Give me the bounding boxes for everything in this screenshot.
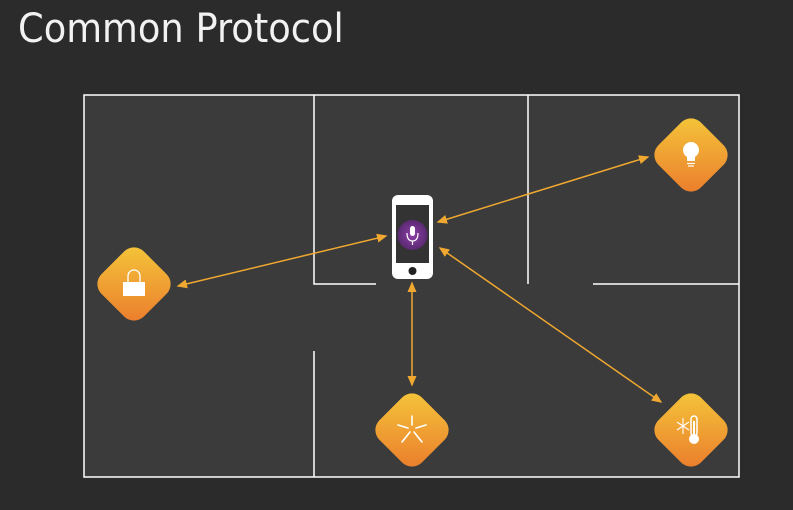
sprinkler-icon [375, 393, 449, 467]
arrow-phone-thermostat [438, 247, 663, 403]
arrow-phone-light [436, 155, 650, 224]
thermostat-icon [654, 393, 728, 467]
lightbulb-icon [654, 118, 728, 192]
phone-siri-icon [392, 195, 433, 279]
arrow-phone-lock [176, 233, 388, 289]
slide-title: Common Protocol [18, 6, 344, 52]
lock-icon [97, 247, 171, 321]
